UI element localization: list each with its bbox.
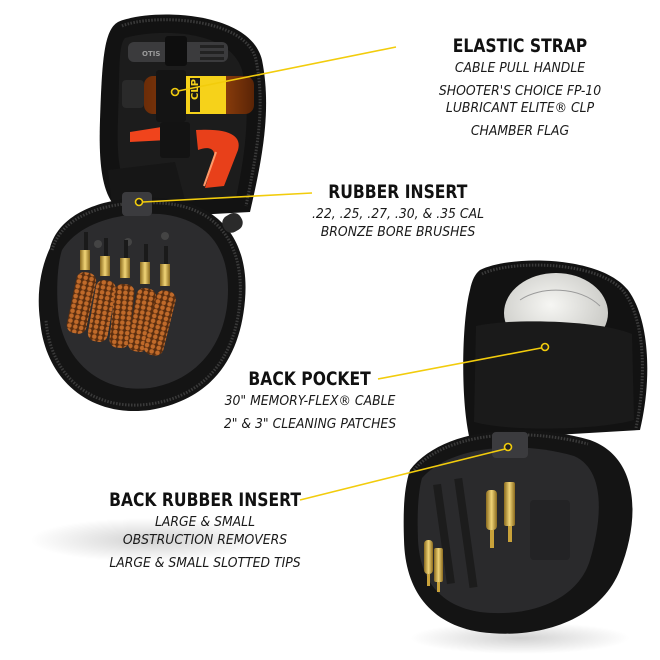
back-pocket-marker <box>540 342 550 352</box>
right-case-image <box>403 260 648 654</box>
callout-line: 30" MEMORY-FLEX® CABLE <box>224 393 396 409</box>
callout-heading: BACK POCKET <box>248 368 372 390</box>
back-pocket-leader-line <box>377 347 542 380</box>
rubber-insert-leader-line <box>142 192 313 203</box>
callout-line: CABLE PULL HANDLE <box>454 60 586 76</box>
elastic-strap-leader-line <box>177 46 397 92</box>
callout-back-pocket: BACK POCKET 30" MEMORY-FLEX® CABLE 2" & … <box>210 367 410 434</box>
elastic-strap-marker <box>170 87 180 97</box>
callout-back-rubber-insert: BACK RUBBER INSERT LARGE & SMALL OBSTRUC… <box>80 488 330 573</box>
callout-line: LUBRICANT ELITE® CLP <box>445 100 595 116</box>
left-case-image: OTIS CLP <box>30 14 270 562</box>
callout-line: LARGE & SMALL SLOTTED TIPS <box>109 555 301 571</box>
back-rubber-insert-leader-line <box>299 448 506 501</box>
callout-lines <box>134 46 550 501</box>
callout-line: SHOOTER'S CHOICE FP-10 <box>438 83 602 99</box>
rubber-insert-marker <box>134 197 144 207</box>
callout-heading: BACK RUBBER INSERT <box>109 489 301 511</box>
callout-line: OBSTRUCTION REMOVERS <box>122 532 288 548</box>
callout-line: LARGE & SMALL <box>154 514 256 530</box>
callout-line: BRONZE BORE BRUSHES <box>320 224 476 240</box>
callout-line: .22, .25, .27, .30, & .35 CAL <box>311 206 485 222</box>
callout-line: CHAMBER FLAG <box>470 123 570 139</box>
callout-heading: RUBBER INSERT <box>328 181 468 203</box>
back-rubber-insert-marker <box>503 442 513 452</box>
callout-line: 2" & 3" CLEANING PATCHES <box>223 416 397 432</box>
callout-elastic-strap: ELASTIC STRAP CABLE PULL HANDLE SHOOTER'… <box>380 34 660 141</box>
callout-rubber-insert: RUBBER INSERT .22, .25, .27, .30, & .35 … <box>298 180 498 242</box>
svg-text:CLP: CLP <box>190 79 201 100</box>
callout-heading: ELASTIC STRAP <box>452 35 588 57</box>
svg-text:OTIS: OTIS <box>142 50 160 58</box>
